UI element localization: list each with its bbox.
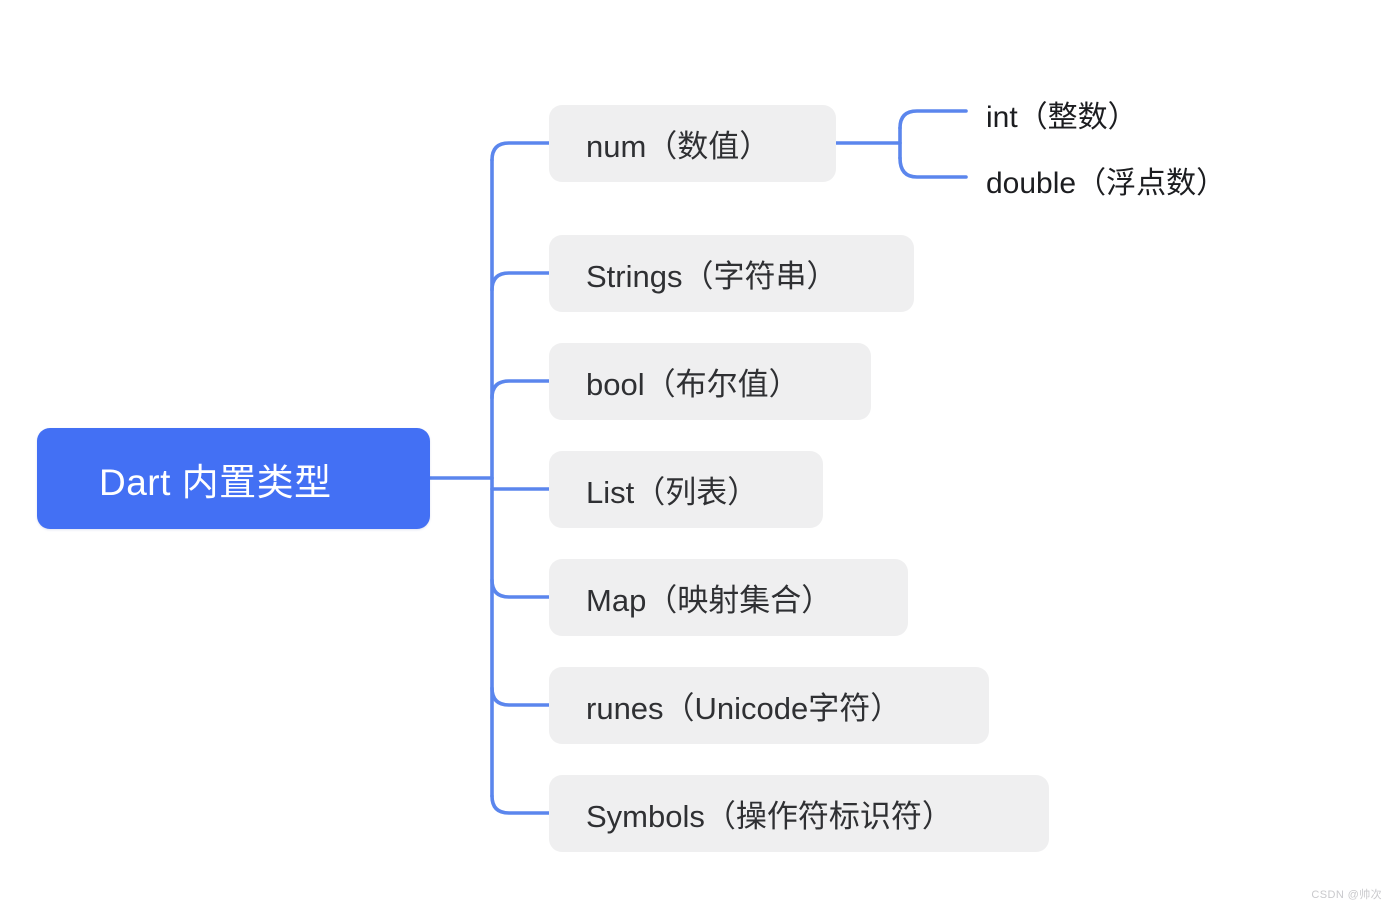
leaf-node-label: double（浮点数）	[986, 167, 1227, 200]
branch-node-label: bool（布尔值）	[586, 367, 800, 402]
branch-node-strings[interactable]: Strings（字符串）	[549, 235, 914, 312]
edge-to-bool	[490, 379, 551, 400]
edge-to-symbols	[490, 794, 551, 815]
branch-node-map[interactable]: Map（映射集合）	[549, 559, 908, 636]
edge-to-num	[490, 141, 551, 162]
branch-node-num[interactable]: num（数值）	[549, 105, 836, 182]
edge-to-runes	[490, 686, 551, 707]
root-node[interactable]: Dart 内置类型	[37, 428, 430, 529]
branch-node-runes[interactable]: runes（Unicode字符）	[549, 667, 989, 744]
edge-to-strings	[490, 271, 551, 292]
leaf-node-int[interactable]: int（整数）	[986, 92, 1138, 136]
leaf-node-double[interactable]: double（浮点数）	[986, 158, 1226, 202]
root-node-label: Dart 内置类型	[99, 461, 332, 503]
branch-node-label: Map（映射集合）	[586, 583, 833, 618]
edge-to-map	[490, 578, 551, 599]
leaf-node-label: int（整数）	[986, 101, 1138, 134]
branch-node-label: num（数值）	[586, 129, 771, 164]
branch-node-label: Symbols（操作符标识符）	[586, 799, 953, 834]
branch-node-label: List（列表）	[586, 475, 759, 510]
branch-node-symbols[interactable]: Symbols（操作符标识符）	[549, 775, 1049, 852]
branch-node-list[interactable]: List（列表）	[549, 451, 823, 528]
edge-to-int	[898, 109, 968, 130]
edge-to-double	[898, 156, 968, 179]
branch-node-label: runes（Unicode字符）	[586, 691, 902, 726]
branch-node-label: Strings（字符串）	[586, 259, 838, 294]
branch-node-bool[interactable]: bool（布尔值）	[549, 343, 871, 420]
watermark: CSDN @帅次	[1311, 889, 1382, 901]
